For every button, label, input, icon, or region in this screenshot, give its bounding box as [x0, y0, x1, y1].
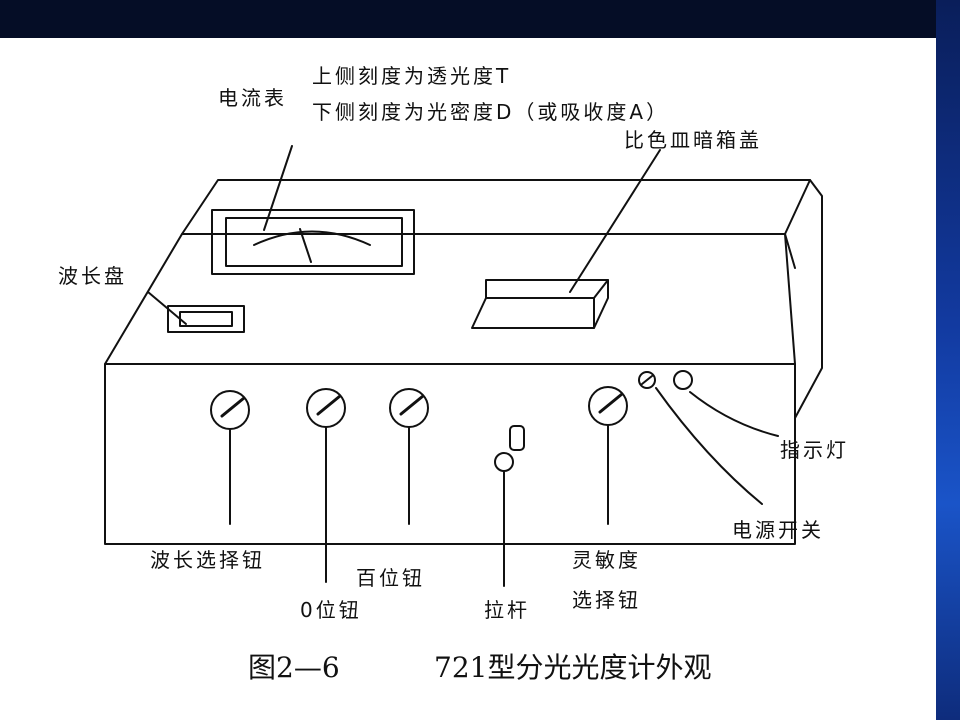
pull-rod-base: [494, 452, 514, 472]
meter-needle: [299, 228, 312, 263]
label-zero-knob: 0位钮: [300, 598, 362, 622]
wavelength-window: [167, 305, 245, 333]
label-cuvette-lid: 比色皿暗箱盖: [624, 128, 762, 152]
upper-housing: [181, 179, 811, 235]
label-hundred-knob: 百位钮: [356, 566, 425, 590]
label-sensitivity-line1: 灵敏度: [572, 548, 641, 572]
label-lower-scale: 下侧刻度为光密度D（或吸收度A）: [312, 100, 670, 124]
label-pull-rod: 拉杆: [484, 598, 530, 622]
slide-top-band: [0, 0, 960, 38]
front-panel: [104, 363, 796, 545]
label-wavelength-knob: 波长选择钮: [150, 548, 265, 572]
figure-caption-number: 图2—6: [248, 651, 340, 684]
indicator-light-leader: [689, 391, 779, 437]
label-upper-scale: 上侧刻度为透光度T: [312, 64, 512, 88]
indicator-lamp: [673, 370, 693, 390]
slide-right-accent: [936, 0, 960, 720]
label-sensitivity-line2: 选择钮: [572, 588, 641, 612]
figure-caption-title: 721型分光光度计外观: [434, 651, 712, 684]
meter-scale: [253, 230, 371, 246]
label-power-switch: 电源开关: [732, 518, 824, 542]
figure-panel: 电流表 上侧刻度为透光度T 下侧刻度为光密度D（或吸收度A） 比色皿暗箱盖 波长…: [0, 38, 936, 720]
label-ammeter: 电流表: [218, 86, 287, 110]
power-switch-leader: [655, 387, 763, 505]
wavelength-dial-leader: [147, 291, 187, 325]
power-switch: [638, 371, 656, 389]
meter-window: [225, 217, 403, 267]
label-indicator-light: 指示灯: [780, 438, 849, 462]
pull-rod-handle: [509, 425, 525, 451]
ammeter-leader: [263, 145, 293, 231]
cuvette-lid-leader: [569, 149, 661, 293]
spectrophotometer-drawing: [104, 145, 823, 587]
cuvette-lid: [471, 279, 609, 329]
meter-housing: [211, 209, 415, 275]
top-surface: [104, 233, 796, 365]
label-wavelength-dial: 波长盘: [58, 264, 127, 288]
